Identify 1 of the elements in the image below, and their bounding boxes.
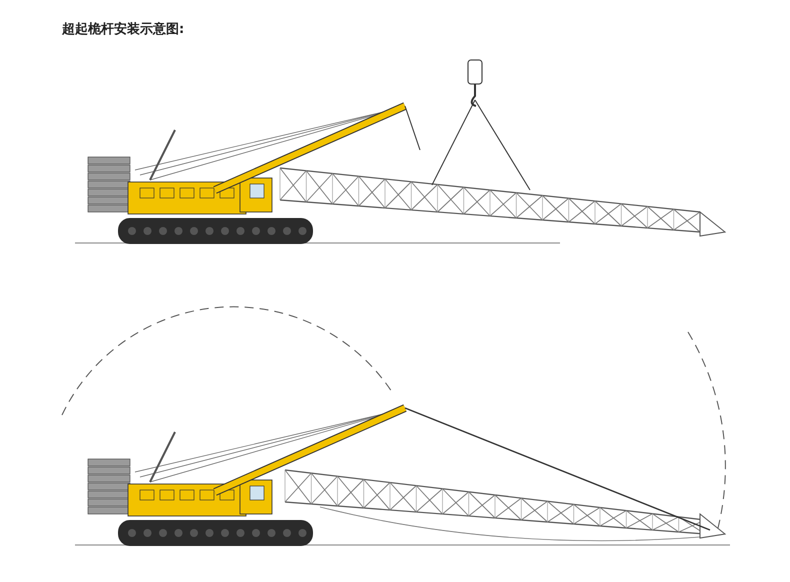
title: 超起桅杆安装示意图: [62,20,184,38]
